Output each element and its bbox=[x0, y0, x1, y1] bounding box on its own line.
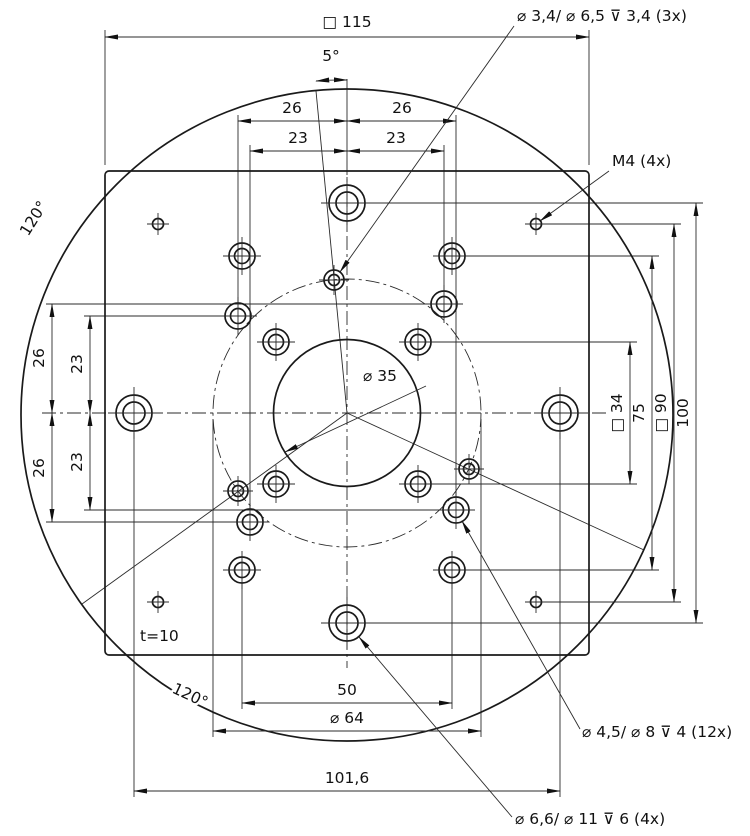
callout-m4-label: M4 (4x) bbox=[612, 152, 671, 170]
dim-top23-right-label: 23 bbox=[386, 129, 406, 147]
leader-callout-m4 bbox=[539, 170, 610, 222]
leader-callout-3x bbox=[339, 25, 515, 273]
leader-dia35 bbox=[284, 385, 427, 453]
dim-square34-label: □ 34 bbox=[608, 393, 626, 432]
angle-construction-lines bbox=[81, 77, 645, 605]
dim-left23-upper-label: 23 bbox=[68, 354, 86, 374]
dim-top23-left-label: 23 bbox=[288, 129, 308, 147]
dim-top26-right-label: 26 bbox=[392, 99, 412, 117]
dim-top26-left-label: 26 bbox=[282, 99, 302, 117]
dim-100-label: 100 bbox=[674, 398, 692, 428]
leader-callout-cb12 bbox=[461, 520, 581, 730]
center-bore bbox=[272, 338, 422, 488]
dim-50-label: 50 bbox=[337, 681, 357, 699]
dim-dia35-label: ⌀ 35 bbox=[363, 367, 397, 385]
callout-cb12-label: ⌀ 4,5/ ⌀ 8 ⊽ 4 (12x) bbox=[582, 723, 732, 741]
dim-square115-label: □ 115 bbox=[322, 13, 371, 31]
angle-5-arc bbox=[315, 77, 348, 83]
dim-angle5-label: 5° bbox=[322, 47, 340, 65]
dim-left26-upper-label: 26 bbox=[30, 348, 48, 368]
thickness-label: t=10 bbox=[140, 627, 179, 645]
dimension-lines bbox=[49, 34, 699, 794]
callout-3x-label: ⌀ 3,4/ ⌀ 6,5 ⊽ 3,4 (3x) bbox=[517, 7, 687, 25]
leader-callout-cb4 bbox=[358, 636, 513, 818]
dim-101-6-label: 101,6 bbox=[325, 769, 369, 787]
bolt-circle-64 bbox=[212, 278, 482, 548]
dim-left23-lower-label: 23 bbox=[68, 452, 86, 472]
dim-left26-lower-label: 26 bbox=[30, 458, 48, 478]
leader-lines bbox=[284, 25, 610, 818]
dim-square90-label: □ 90 bbox=[652, 393, 670, 432]
dim-dia64-label: ⌀ 64 bbox=[330, 709, 364, 727]
callout-cb4-label: ⌀ 6,6/ ⌀ 11 ⊽ 6 (4x) bbox=[515, 810, 665, 828]
plate-outline bbox=[104, 170, 590, 656]
dim-75-label: 75 bbox=[630, 403, 648, 423]
